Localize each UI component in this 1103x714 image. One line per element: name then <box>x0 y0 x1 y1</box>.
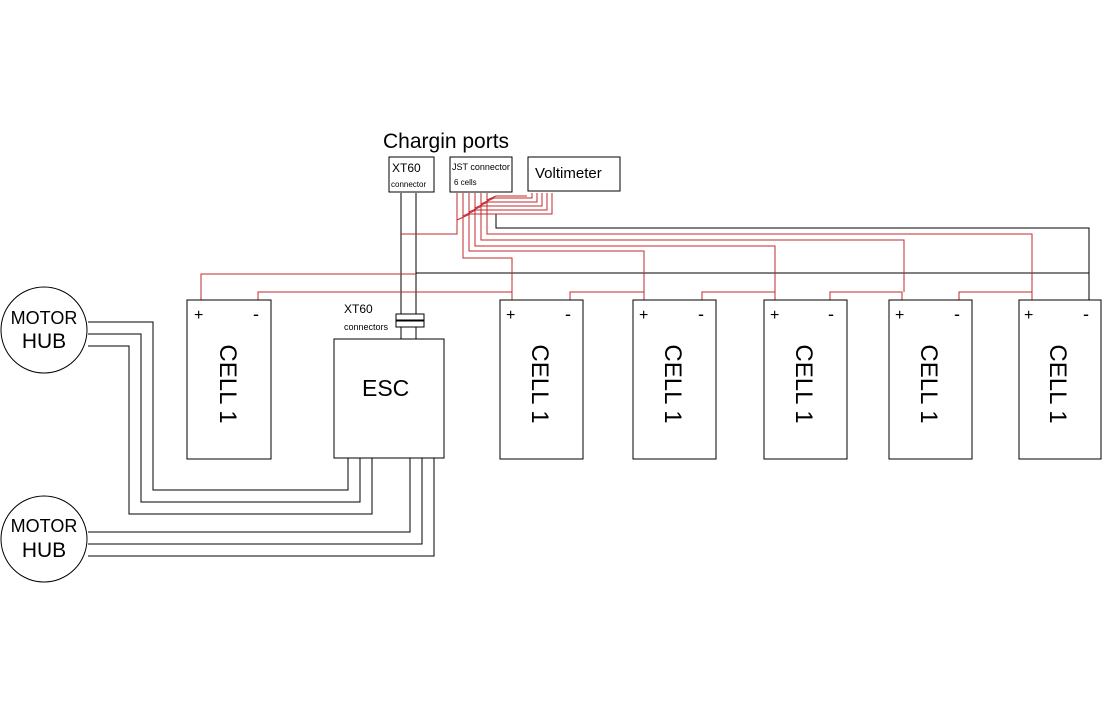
motor-label: MOTOR <box>11 308 78 328</box>
cell: + - CELL 1 <box>1018 299 1102 460</box>
cell: + - CELL 1 <box>888 299 973 460</box>
motor-hub-1: MOTOR HUB <box>0 286 88 374</box>
xt60-label: XT60 <box>392 161 421 175</box>
motor-label: HUB <box>22 330 66 353</box>
esc-label: ESC <box>362 375 409 401</box>
motor-label: MOTOR <box>11 516 78 536</box>
cell-minus: - <box>253 304 259 324</box>
cell: + - CELL 1 <box>499 299 584 460</box>
red-wires <box>200 193 1033 300</box>
cell: + - CELL 1 <box>186 299 272 460</box>
cell-plus: + <box>194 307 203 324</box>
black-wires <box>88 193 1090 557</box>
cell-plus: + <box>639 307 648 324</box>
xt60-connectors-sublabel: connectors <box>344 322 389 332</box>
cell-minus: - <box>698 304 704 324</box>
cell-plus: + <box>506 307 515 324</box>
voltimeter: Voltimeter <box>527 156 621 192</box>
esc: ESC <box>333 338 445 459</box>
cell-plus: + <box>770 307 779 324</box>
cell-plus: + <box>1024 307 1033 324</box>
voltimeter-label: Voltimeter <box>535 165 602 182</box>
motor-hub-2: MOTOR HUB <box>0 495 88 583</box>
cell: + - CELL 1 <box>763 299 848 460</box>
cell: + - CELL 1 <box>632 299 717 460</box>
cell-plus: + <box>895 307 904 324</box>
cell-minus: - <box>1083 304 1089 324</box>
motor-label: HUB <box>22 539 66 562</box>
xt60-connectors: XT60 connectors <box>344 302 425 332</box>
cell-label: CELL 1 <box>214 344 241 423</box>
cell-label: CELL 1 <box>915 344 942 423</box>
title: Chargin ports <box>383 130 509 153</box>
cell-minus: - <box>565 304 571 324</box>
cell-minus: - <box>828 304 834 324</box>
xt60-charge-port: XT60 connector <box>388 156 435 193</box>
xt60-sublabel: connector <box>391 180 426 189</box>
cell-label: CELL 1 <box>526 344 553 423</box>
cell-minus: - <box>954 304 960 324</box>
jst-connector: JST connector 6 cells <box>449 156 513 193</box>
cell-label: CELL 1 <box>659 344 686 423</box>
jst-sublabel: 6 cells <box>454 178 477 187</box>
xt60-connectors-label: XT60 <box>344 302 373 316</box>
cell-label: CELL 1 <box>790 344 817 423</box>
cell-label: CELL 1 <box>1044 344 1071 423</box>
jst-label: JST connector <box>452 162 510 172</box>
